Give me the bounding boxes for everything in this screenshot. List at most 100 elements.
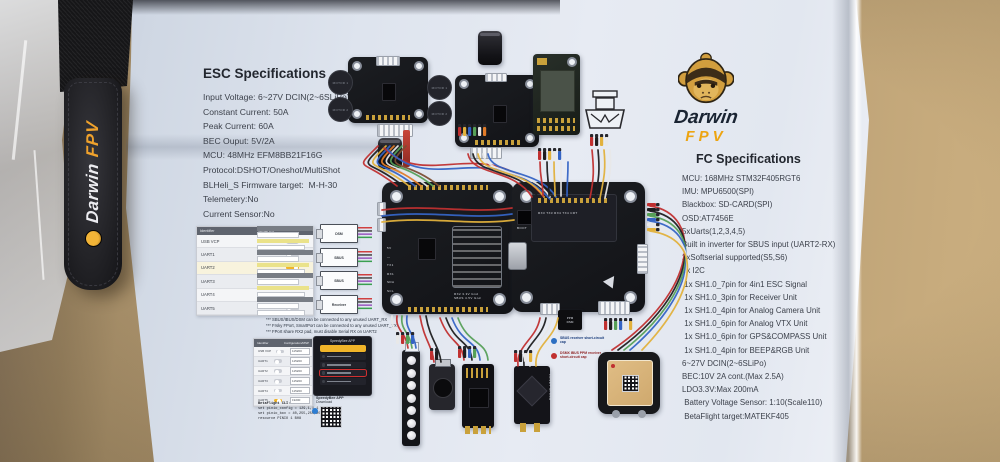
config-row: UART3 115200 [254,376,312,387]
mounting-hole [414,61,424,71]
paper-fold-shadow-top [130,0,560,15]
ports-table-header: Identifier Serial RX [197,227,313,235]
strap-fpv-text: FPV [83,119,102,158]
led-dot [406,406,416,415]
port-label: UART1 [201,252,215,258]
esc-spec-line: Protocol:DSHOT/Oneshot/MultiShot [203,164,341,175]
row-label: UART5 [258,398,268,403]
monkey-logo-icon [84,230,102,248]
gold-fingers [465,426,491,434]
usb-port [508,242,527,270]
esc-spec-line: MCU: 48MHz EFM8BB21F16G [203,150,323,161]
led-dot [406,381,416,390]
fc-spec-line: MCU: 168MHz STM32F405RGT6 [682,174,801,183]
speedybee-list-item-highlighted [318,368,367,378]
esc-pads [366,115,410,120]
toggle [273,379,282,383]
baud-select: 115200 [290,386,310,395]
led-dot [406,368,416,378]
speedybee-yellow-button [319,345,366,352]
fc-spec-line: Built in inverter for SBUS input (UART2-… [682,240,836,250]
antenna-pad [534,423,540,432]
gps-screw [638,410,646,418]
port-label: USB VCP [201,238,220,244]
boot-label: BOOT [517,226,528,230]
speedybee-panel-title: SpeedyBee APP [329,339,356,343]
port-label: UART4 [201,292,215,298]
diagram-label: DSM [335,231,343,236]
monkey-logo-icon [677,52,735,104]
diagram-label: SBUS [334,255,344,260]
rf-shield [540,70,575,112]
esc-spec-line: BLHeli_S Firmware target: M-H-30 [203,179,338,190]
esp-receiver-module [462,364,494,434]
toggle-on [286,265,299,271]
esc-spec-line: Current Sensor:No [203,208,275,219]
speedybee-list-item [319,361,366,369]
bottom-connector [598,301,630,315]
pad-row [537,126,575,131]
fc-specs-title: FC Specifications [696,152,801,166]
row-label: UART1 [258,359,268,364]
dsmx-cap-dot [551,353,557,359]
ppm-dsm-jumper: PPM DSM [558,310,582,330]
bluetooth-icon [312,408,318,414]
uart-setting-group [257,273,313,297]
orientation-dot [611,364,615,368]
uart-setting-group [257,250,313,274]
motor-2-pad: MOTOR 2 [427,101,452,126]
esc-specs-title: ESC Specifications [203,66,327,81]
esc-spec-line: Telemetery:No [203,194,259,205]
fc-chip [418,238,436,260]
top-pad-row [408,185,488,190]
buzzer [429,359,455,410]
receiver-module [533,54,580,135]
header-identifier: Identifier [200,229,215,233]
sbus-cap-label: SBUS receiver short-circuit cap [560,336,605,345]
antenna-pad [520,423,526,432]
fc-left-pad-labels: 5V — TX1 RX1 SDA SCL [387,246,395,293]
toggle-on [273,398,282,403]
fc-spec-line: Blackbox: SD-CARD(SPI) [682,200,773,210]
led-strip [402,342,420,446]
mounting-hole [414,109,424,119]
fc-spec-line: 1x SH1.0_4pin for Analog Camera Unit [682,306,821,316]
strap-brand: Darwin FPV [83,89,103,279]
config-table: Identifier Configuration/MSP USB VCP 1152… [253,338,313,407]
baud-select: 115200 [289,347,310,356]
ceramic-antenna [607,360,653,406]
shield-diamond [516,375,548,407]
qr-code [320,406,342,428]
led-dot [406,393,416,403]
row-label: USB VCP [258,349,272,354]
wifi-chip [469,388,489,408]
speedybee-download-label: SpeedyBee APP Download [316,396,356,404]
mounting-hole [493,293,506,306]
motor-label: MOTOR 2 [431,111,448,116]
led-dot [406,356,416,365]
logo-darwin-text: Darwin [672,107,740,128]
speedybee-app-panel: SpeedyBee APP [313,336,372,396]
row-label: UART3 [258,378,268,383]
baud-select: 115200 [290,377,310,385]
esc-connector [376,56,400,66]
paper-crease-left [126,134,386,160]
fc-spec-line: IMU: MPU6500(SPI) [682,187,754,197]
app-title: SpeedyBee APP [316,396,344,400]
fc-spec-line: 1x SH1.0_6pin for GPS&COMPASS Unit [682,332,827,342]
speedybee-list-item [319,353,366,360]
fc-spec-line: 1x I2C [682,266,705,276]
esc-connector [485,73,507,82]
capacitor [478,31,502,65]
darwinfpv-logo: Darwin FPV [664,52,748,145]
gps-qr-sticker [622,375,639,392]
cli-line: set pinio_box = 40,255,255,255 [258,411,323,416]
gps-compass-module [598,352,660,418]
config-table-header: Identifier Configuration/MSP [254,339,312,347]
note-line: *** Frsky FPort, SmartPort can be connec… [266,322,397,328]
analog-camera-drawing [585,90,625,129]
